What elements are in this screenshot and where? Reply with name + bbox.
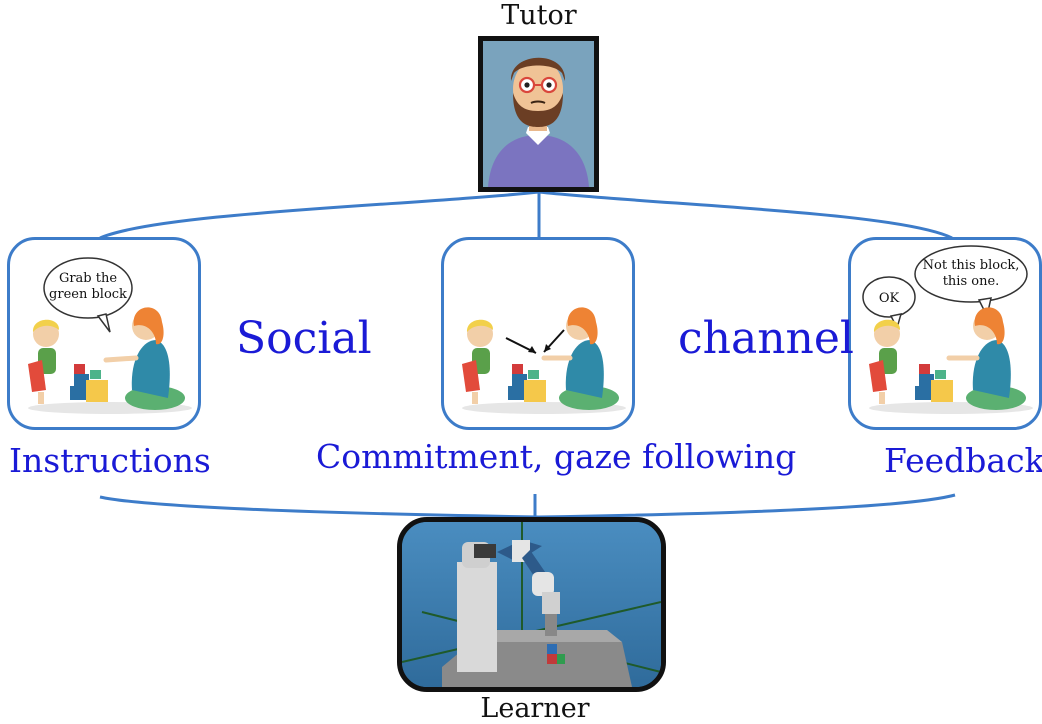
learner-label: Learner	[480, 693, 590, 724]
learner-robot-image	[397, 517, 666, 692]
caption-commitment: Commitment, gaze following	[316, 437, 797, 476]
caption-instructions: Instructions	[9, 441, 211, 480]
bubble-line-2: green block	[49, 287, 127, 302]
tutor-label: Tutor	[501, 0, 577, 31]
social-word: Social	[236, 313, 372, 364]
panel-feedback: OK Not this block, this one.	[848, 237, 1042, 430]
channel-word: channel	[678, 313, 854, 364]
panel-commitment	[441, 237, 635, 430]
bubble-line-1: Not this block,	[923, 258, 1020, 273]
bubble-line-1: Grab the	[59, 271, 117, 286]
bubble-ok-text: OK	[879, 291, 900, 306]
caption-feedback: Feedback	[884, 441, 1042, 480]
tutor-portrait	[478, 36, 599, 192]
bubble-line-2: this one.	[943, 274, 1000, 289]
panel-instructions: Grab the green block	[7, 237, 201, 430]
